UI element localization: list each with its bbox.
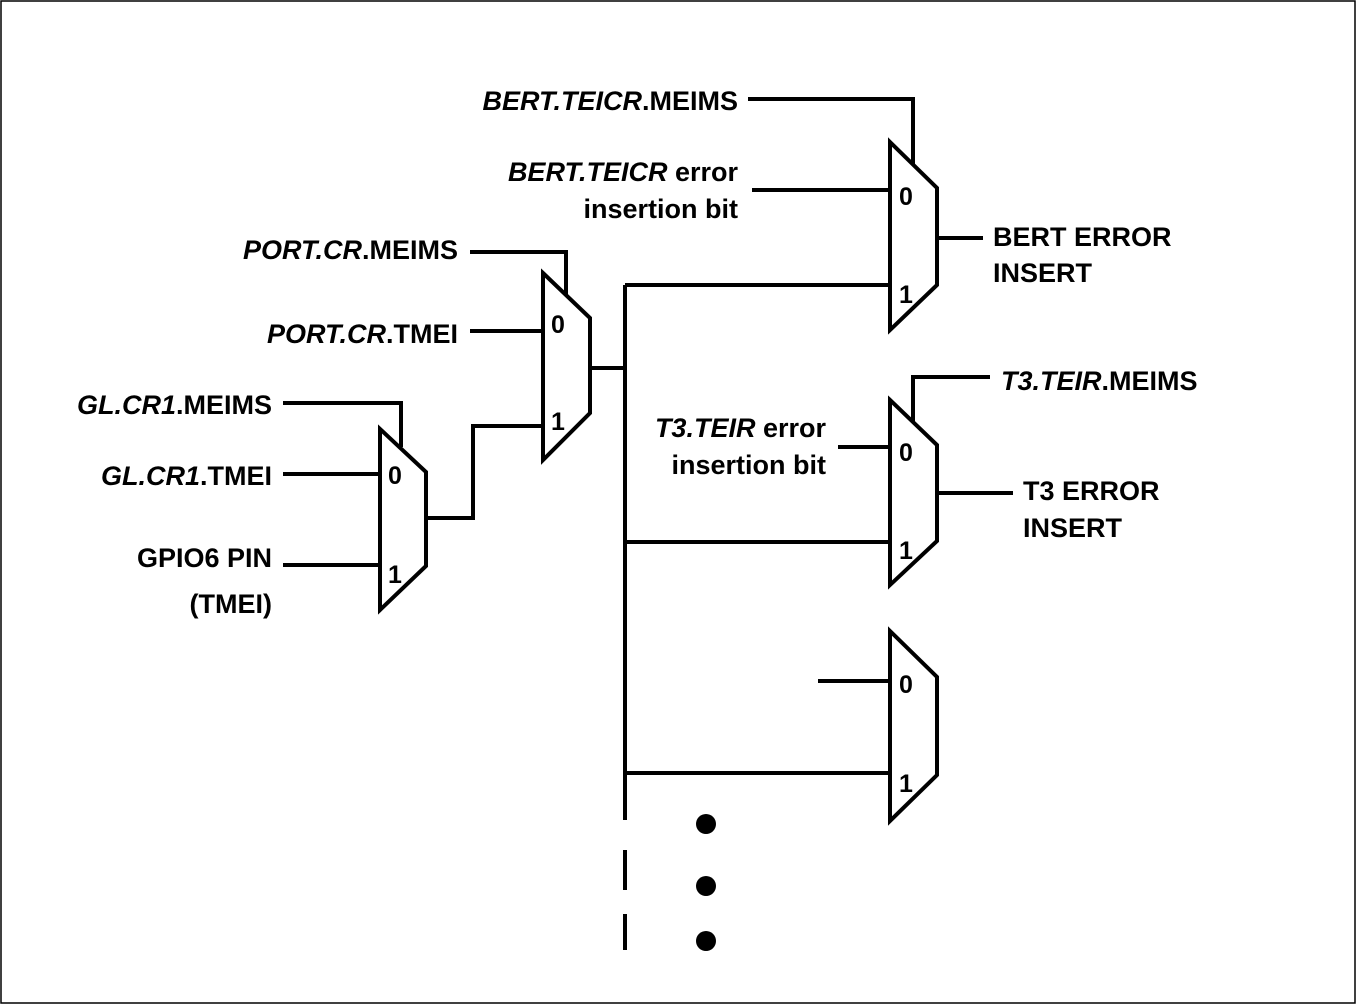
label-bert-out-line2: INSERT xyxy=(993,258,1093,288)
label-t3-out-line2: INSERT xyxy=(1023,513,1123,543)
ellipsis-dot-1 xyxy=(696,814,716,834)
mux-port-cr xyxy=(541,268,592,465)
mux-bert-pin-0: 0 xyxy=(899,183,913,211)
label-port-tmei: PORT.CR.TMEI xyxy=(267,319,458,349)
label-t3-meims: T3.TEIR.MEIMS xyxy=(1001,366,1198,396)
label-gl-meims: GL.CR1.MEIMS xyxy=(77,390,272,420)
mux-bert xyxy=(888,137,939,335)
wire-gl-meims xyxy=(283,401,403,447)
label-bert-out-line1: BERT ERROR xyxy=(993,222,1172,252)
signal-labels: BERT.TEICR.MEIMS BERT.TEICR error insert… xyxy=(77,86,1198,619)
label-port-meims: PORT.CR.MEIMS xyxy=(243,235,458,265)
label-t3-err-line1: T3.TEIR error xyxy=(655,413,827,443)
wire-t3-meims xyxy=(911,375,990,422)
mux-t3-pin-0: 0 xyxy=(899,439,913,467)
label-bert-err-line1: BERT.TEICR error xyxy=(508,157,739,187)
wire-bert-meims xyxy=(748,97,915,165)
wire-gl-mux-out xyxy=(426,424,543,520)
label-bert-meims: BERT.TEICR.MEIMS xyxy=(482,86,738,116)
label-gpio6-line1: GPIO6 PIN xyxy=(137,543,272,573)
mux-t3 xyxy=(888,395,939,590)
ellipsis-dot-3 xyxy=(696,931,716,951)
mux-port-pin-1: 1 xyxy=(551,408,565,436)
label-gl-tmei: GL.CR1.TMEI xyxy=(101,461,272,491)
label-t3-out-line1: T3 ERROR xyxy=(1023,476,1160,506)
continuation-dots xyxy=(696,814,716,951)
mux-gl-pin-1: 1 xyxy=(388,561,402,589)
mux-t3-pin-1: 1 xyxy=(899,537,913,565)
label-gpio6-line2: (TMEI) xyxy=(190,589,272,619)
label-t3-err-line2: insertion bit xyxy=(672,450,827,480)
wire-port-meims xyxy=(470,250,568,295)
mux-gl-pin-0: 0 xyxy=(388,462,402,490)
mux-extra-pin-1: 1 xyxy=(899,770,913,798)
label-bert-err-line2: insertion bit xyxy=(584,194,739,224)
mux-gl-cr1 xyxy=(378,424,428,615)
multiplexers xyxy=(378,137,939,826)
mux-extra xyxy=(888,626,939,826)
mux-bert-pin-1: 1 xyxy=(899,281,913,309)
mux-pin-labels: 0 1 0 1 0 1 0 1 0 1 xyxy=(388,183,913,798)
mux-extra-pin-0: 0 xyxy=(899,671,913,699)
mux-port-pin-0: 0 xyxy=(551,311,565,339)
ellipsis-dot-2 xyxy=(696,876,716,896)
wires xyxy=(283,97,1013,950)
